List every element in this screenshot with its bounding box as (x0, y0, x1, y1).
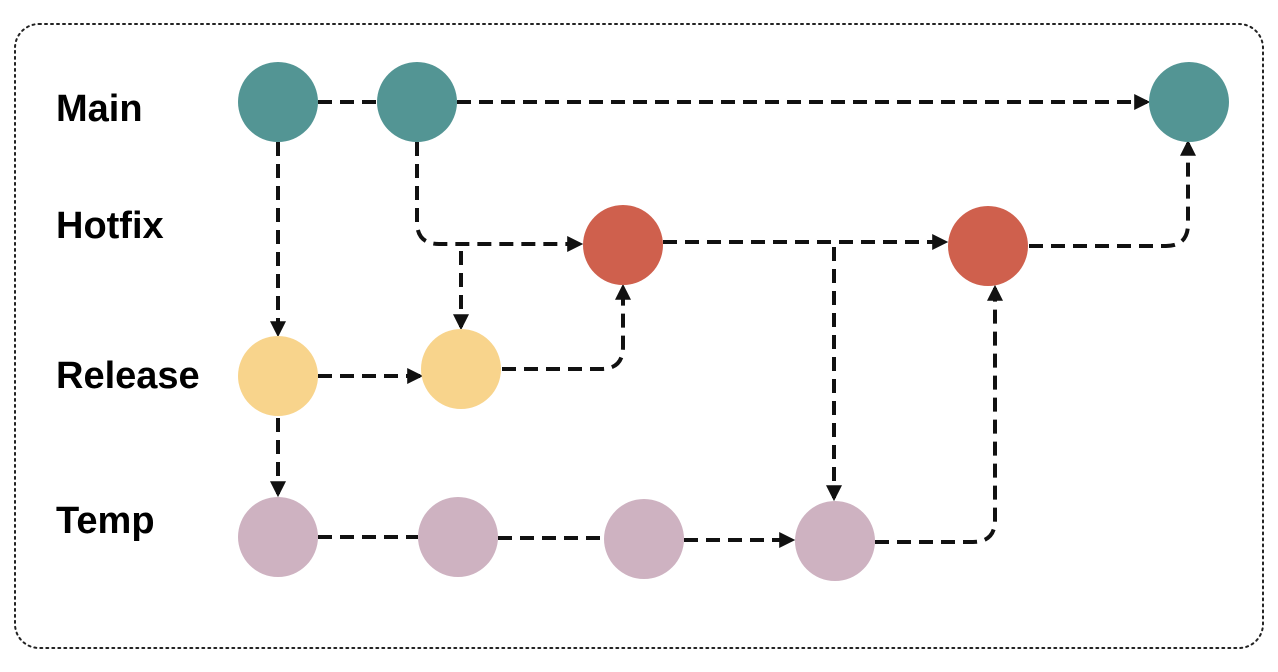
edge-hotfix2-main3 (1029, 139, 1196, 248)
hotfix-node-2 (948, 206, 1028, 286)
edge-main2-hotfix1 (415, 142, 584, 252)
edge-temp4-hotfix2 (875, 284, 1003, 544)
release-node-2 (421, 329, 501, 409)
diagram-frame (14, 23, 1264, 649)
main-node-3 (1149, 62, 1229, 142)
lane-label-hotfix: Hotfix (56, 205, 164, 247)
lane-label-temp: Temp (56, 500, 155, 542)
main-node-1 (238, 62, 318, 142)
hotfix-node-1 (583, 205, 663, 285)
temp-node-2 (418, 497, 498, 577)
main-node-2 (377, 62, 457, 142)
release-node-1 (238, 336, 318, 416)
temp-node-4 (795, 501, 875, 581)
temp-node-1 (238, 497, 318, 577)
lane-label-release: Release (56, 355, 200, 397)
edges (270, 94, 1196, 548)
temp-node-3 (604, 499, 684, 579)
edge-release2-hotfix1 (502, 283, 631, 371)
nodes (238, 62, 1229, 581)
lane-label-main: Main (56, 88, 143, 130)
